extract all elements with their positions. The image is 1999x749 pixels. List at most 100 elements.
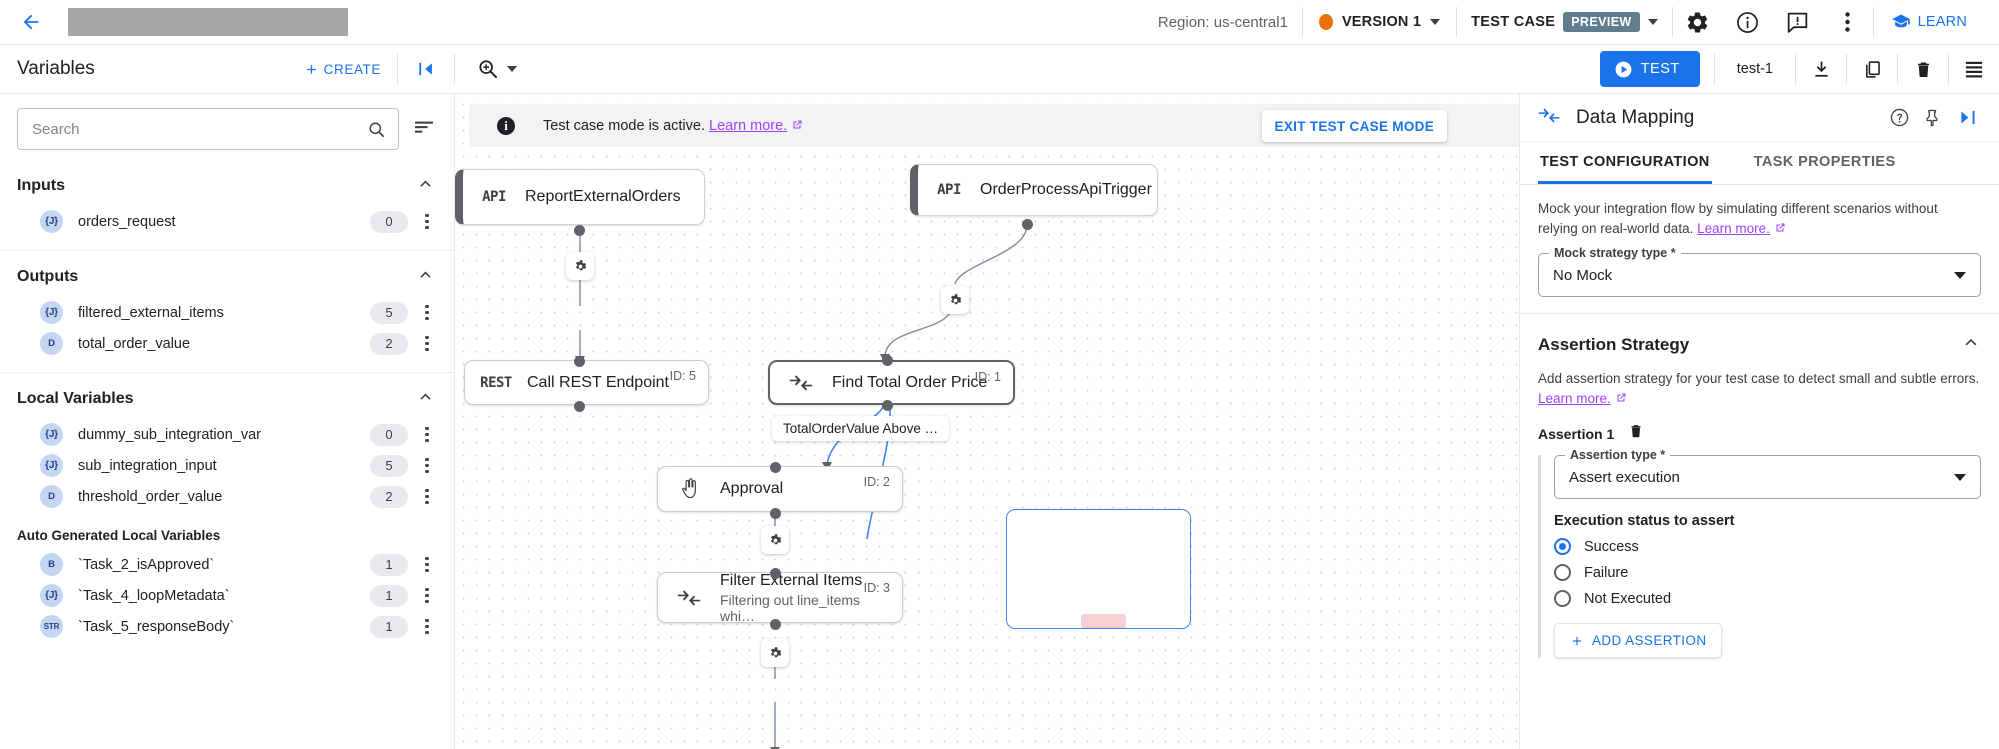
test-button[interactable]: TEST [1599, 51, 1700, 87]
radio-success[interactable]: Success [1554, 538, 1981, 556]
learn-button[interactable]: LEARN [1874, 12, 1983, 32]
node-input-port[interactable] [882, 355, 893, 366]
settings-button[interactable] [1673, 0, 1723, 45]
add-assertion-button[interactable]: ADD ASSERTION [1554, 623, 1723, 659]
row-menu-icon[interactable] [414, 488, 440, 505]
collapse-panel-button[interactable] [398, 59, 454, 79]
row-menu-icon[interactable] [414, 457, 440, 474]
section-header-outputs[interactable]: Outputs [0, 251, 454, 297]
node-input-port[interactable] [770, 462, 781, 473]
section-inputs: Inputs {J} orders_request 0 [0, 160, 454, 251]
list-item[interactable]: B `Task_2_isApproved` 1 [0, 549, 454, 580]
node-output-port[interactable] [574, 225, 585, 236]
row-menu-icon[interactable] [414, 304, 440, 321]
row-menu-icon[interactable] [414, 335, 440, 352]
list-item[interactable]: {J} dummy_sub_integration_var 0 [0, 419, 454, 450]
search-row [0, 94, 454, 160]
list-item[interactable]: {J} filtered_external_items 5 [0, 297, 454, 328]
row-menu-icon[interactable] [414, 587, 440, 604]
info-button[interactable] [1723, 0, 1773, 45]
list-item[interactable]: D threshold_order_value 2 [0, 481, 454, 512]
divider [454, 54, 455, 84]
row-menu-icon[interactable] [414, 556, 440, 573]
test-case-selector[interactable]: TEST CASE PREVIEW [1457, 12, 1672, 32]
row-menu-icon[interactable] [414, 426, 440, 443]
download-button[interactable] [1796, 47, 1846, 92]
banner-learn-more-link[interactable]: Learn more. [709, 117, 788, 134]
section-header-inputs[interactable]: Inputs [0, 160, 454, 206]
list-item[interactable]: {J} orders_request 0 [0, 206, 454, 237]
row-menu-icon[interactable] [414, 213, 440, 230]
node-output-port[interactable] [1022, 219, 1033, 230]
test-case-name[interactable]: test-1 [1736, 61, 1773, 77]
list-icon [1965, 61, 1983, 78]
banner-message: Test case mode is active. [543, 117, 705, 134]
edge-settings-icon[interactable] [566, 252, 594, 280]
node-output-port[interactable] [770, 619, 781, 630]
divider [1713, 54, 1715, 84]
panel-title: Data Mapping [1576, 106, 1695, 128]
edge-settings-icon[interactable] [761, 639, 789, 667]
copy-button[interactable] [1847, 47, 1897, 92]
flow-canvas[interactable]: i Test case mode is active. Learn more. … [455, 94, 1519, 749]
version-selector[interactable]: VERSION 1 [1303, 14, 1456, 30]
section-title: Local Variables [17, 390, 134, 407]
section-header-local-variables[interactable]: Local Variables [0, 373, 454, 419]
edge-settings-icon[interactable] [941, 286, 969, 314]
node-output-port[interactable] [882, 400, 893, 411]
plus-icon [1572, 636, 1582, 645]
node-call-rest-endpoint[interactable]: REST Call REST Endpoint ID: 5 [464, 360, 709, 405]
more-options-button[interactable] [1823, 0, 1873, 45]
node-input-port[interactable] [770, 568, 781, 579]
assertion-type-select[interactable]: Assertion type * Assert execution [1554, 448, 1981, 500]
list-item[interactable]: {J} `Task_4_loopMetadata` 1 [0, 580, 454, 611]
exit-test-case-mode-button[interactable]: EXIT TEST CASE MODE [1261, 110, 1447, 142]
node-output-port[interactable] [574, 401, 585, 412]
rest-icon: REST [465, 375, 527, 391]
node-find-total-order-price[interactable]: Find Total Order Price ID: 1 [768, 360, 1015, 405]
radio-not-executed[interactable]: Not Executed [1554, 590, 1981, 608]
mock-strategy-type-select[interactable]: Mock strategy type * No Mock [1538, 246, 1981, 298]
variable-type-badge: {J} [40, 301, 63, 324]
delete-button[interactable] [1898, 47, 1948, 92]
zoom-control[interactable] [455, 58, 539, 80]
create-variable-button[interactable]: CREATE [304, 62, 397, 77]
mock-learn-more-link[interactable]: Learn more. [1697, 220, 1770, 236]
search-input[interactable] [32, 120, 359, 138]
variables-panel: Inputs {J} orders_request 0 Outputs {J} [0, 94, 455, 749]
list-item[interactable]: D total_order_value 2 [0, 328, 454, 359]
collapse-left-icon [419, 62, 432, 76]
pin-icon[interactable] [1916, 101, 1950, 135]
edge-settings-icon[interactable] [761, 526, 789, 554]
node-report-external-orders[interactable]: API ReportExternalOrders [455, 169, 705, 225]
radio-failure[interactable]: Failure [1554, 564, 1981, 582]
node-order-process-api-trigger[interactable]: API OrderProcessApiTrigger [910, 164, 1158, 216]
tab-task-properties[interactable]: TASK PROPERTIES [1753, 154, 1896, 170]
divider [1795, 54, 1796, 84]
search-box[interactable] [17, 108, 399, 150]
row-menu-icon[interactable] [414, 618, 440, 635]
node-input-port[interactable] [574, 356, 585, 367]
assertion-learn-more-link[interactable]: Learn more. [1538, 390, 1611, 406]
assertion-strategy-header[interactable]: Assertion Strategy [1538, 328, 1981, 357]
help-icon[interactable] [1882, 101, 1916, 135]
node-output-port[interactable] [770, 508, 781, 519]
mock-strategy-type-label: Mock strategy type * [1549, 246, 1681, 261]
edge-condition-label[interactable]: TotalOrderValue Above … [772, 416, 950, 441]
feedback-button[interactable] [1773, 0, 1823, 45]
list-item[interactable]: {J} sub_integration_input 5 [0, 450, 454, 481]
collapse-right-icon[interactable] [1950, 101, 1984, 135]
plus-icon [306, 64, 316, 74]
back-arrow-icon[interactable] [16, 11, 46, 33]
variable-count: 5 [370, 301, 408, 324]
node-approval[interactable]: Approval ID: 2 [657, 466, 903, 512]
menu-button[interactable] [1949, 47, 1999, 92]
delete-assertion-icon[interactable] [1628, 422, 1644, 445]
play-icon [1615, 61, 1632, 77]
selected-node-card[interactable] [1006, 509, 1191, 629]
node-filter-external-items[interactable]: Filter External Items Filtering out line… [657, 572, 903, 624]
sort-button[interactable] [413, 118, 437, 141]
variable-count: 5 [370, 454, 408, 477]
list-item[interactable]: STR `Task_5_responseBody` 1 [0, 611, 454, 642]
tab-test-configuration[interactable]: TEST CONFIGURATION [1538, 142, 1712, 184]
